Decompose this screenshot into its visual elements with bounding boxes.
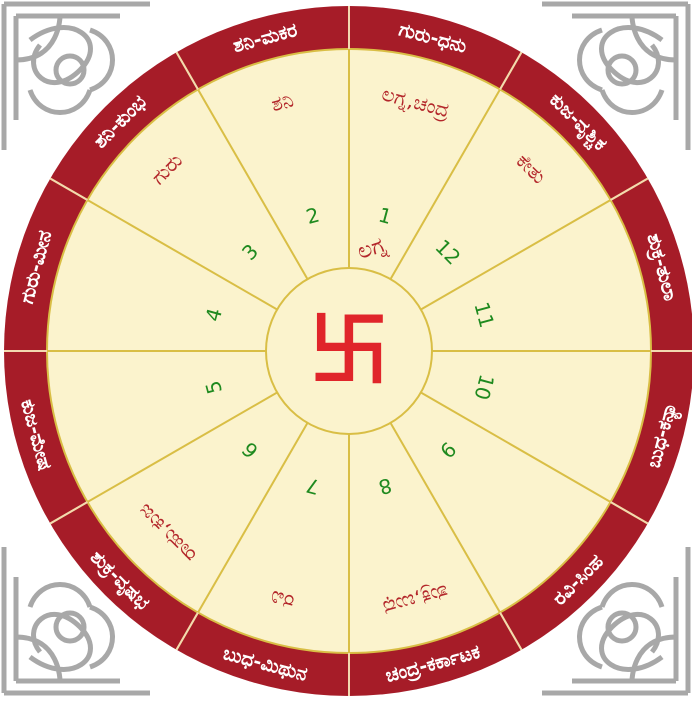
swastika-icon: 卐 xyxy=(309,304,389,397)
